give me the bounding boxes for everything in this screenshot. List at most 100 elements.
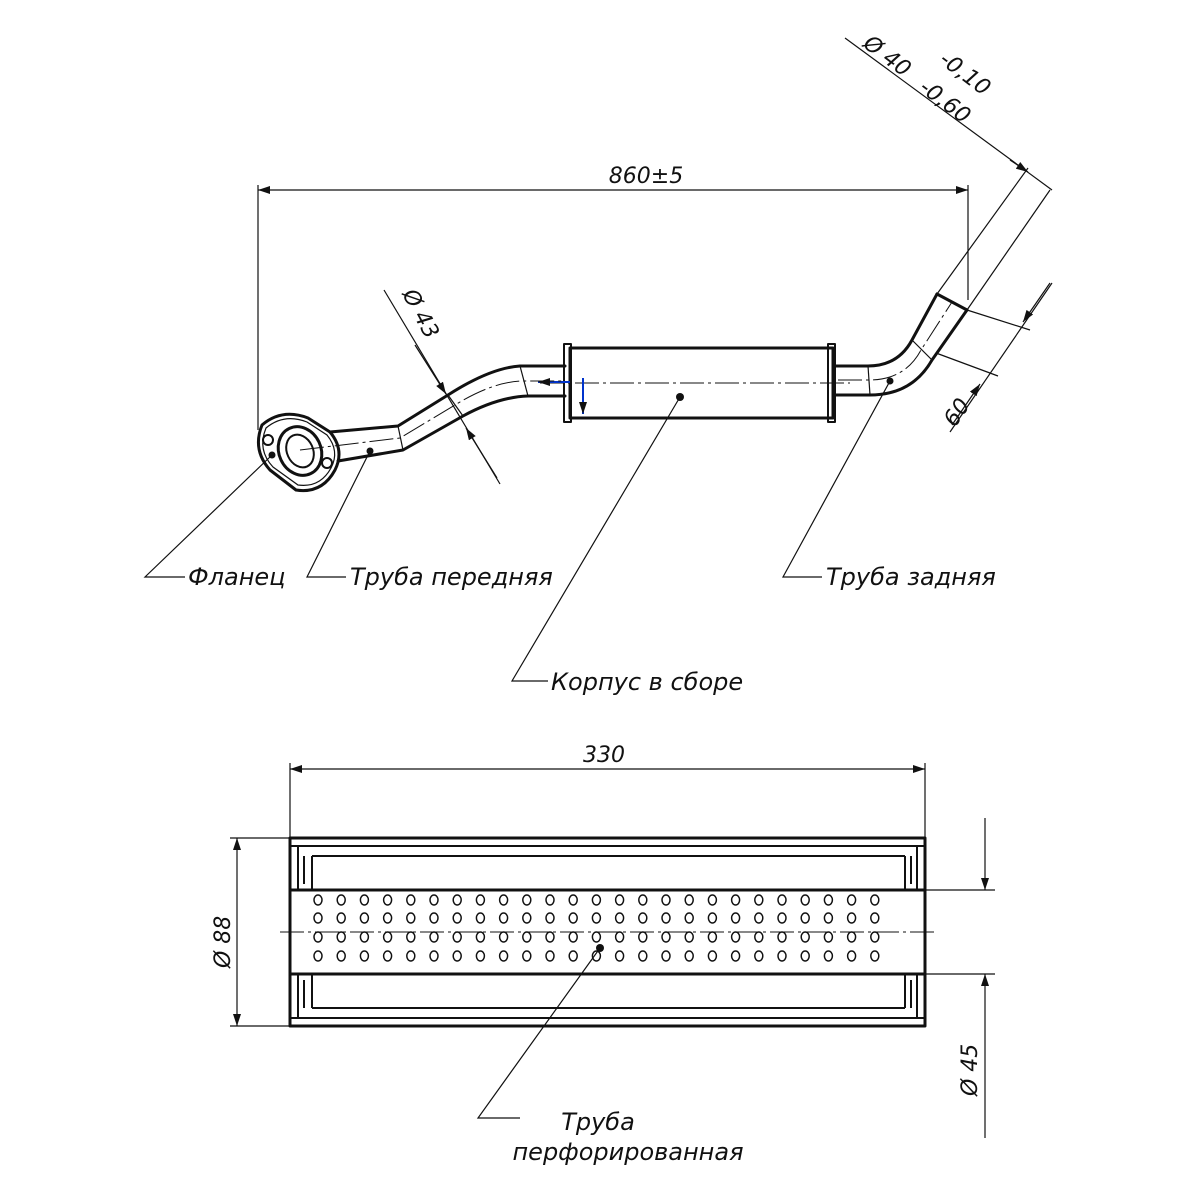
section-length-text: 330 (583, 743, 625, 768)
perforation-hole (359, 931, 370, 943)
perforation-hole (638, 894, 648, 906)
perforation-hole (545, 950, 555, 962)
perforation-hole (661, 894, 671, 906)
rear-pipe-label: Труба задняя (826, 563, 996, 591)
perforation-hole (498, 950, 509, 962)
perforation-hole (823, 912, 834, 924)
perforated-pipe-label-line1: Труба (561, 1108, 635, 1136)
perforation-hole (707, 931, 718, 943)
perforation-hole (661, 912, 671, 924)
perforation-hole (313, 912, 323, 924)
perforation-hole (823, 950, 834, 962)
perforation-hole (313, 894, 323, 906)
perforation-hole (429, 931, 439, 943)
perforation-hole (359, 912, 370, 924)
perforation-hole (452, 931, 462, 943)
perforated-diameter-text: Ø 45 (958, 1044, 983, 1097)
perforation-hole (614, 912, 625, 924)
perforation-hole (336, 950, 346, 962)
perforated-pipe (280, 888, 935, 976)
perforation-hole (406, 912, 416, 924)
perforation-hole (730, 894, 741, 906)
perforation-hole (336, 912, 346, 924)
perforation-hole (452, 894, 462, 906)
perforation-hole (591, 950, 602, 962)
front-pipe (299, 364, 567, 463)
perforation-hole (707, 912, 718, 924)
perforation-hole (382, 894, 393, 906)
perforation-hole (777, 931, 787, 943)
perforation-hole (313, 931, 323, 943)
perforation-hole (707, 894, 718, 906)
perforation-hole (498, 931, 509, 943)
perforation-hole (614, 931, 625, 943)
perforation-hole (846, 950, 857, 962)
flange (256, 412, 341, 493)
perforation-hole (870, 931, 880, 943)
perforation-hole (870, 894, 880, 906)
front-diameter-dimension: Ø 43 (383, 284, 501, 485)
perforation-hole (614, 950, 625, 962)
body-diameter-text: Ø 88 (211, 916, 236, 969)
top-view: 860±5 Ø 43 Ø 40 -0,10 -0,60 60 (143, 30, 1053, 696)
perforation-hole (522, 912, 532, 924)
perforation-hole (800, 912, 810, 924)
perforation-hole (498, 894, 509, 906)
perforation-hole (382, 931, 393, 943)
perforation-hole (870, 950, 880, 962)
perforation-hole (568, 894, 578, 906)
perforation-hole (754, 912, 764, 924)
perforation-hole (359, 894, 370, 906)
front-diameter-text: Ø 43 (396, 284, 443, 343)
perforation-hole (870, 912, 880, 924)
perforation-hole (684, 912, 694, 924)
section-view: 330 (211, 743, 995, 1166)
perforation-hole (823, 894, 834, 906)
flange-label: Фланец (188, 563, 286, 591)
perforation-hole (568, 950, 578, 962)
perforation-hole (638, 931, 648, 943)
perforation-hole (846, 912, 857, 924)
perforation-hole (591, 912, 602, 924)
perforation-hole (800, 950, 810, 962)
perforation-hole (475, 931, 486, 943)
perforation-hole (730, 931, 741, 943)
rear-diameter-dimension: Ø 40 -0,10 -0,60 (844, 30, 1053, 311)
overall-length-dimension: 860±5 (257, 164, 969, 430)
perforation-hole (754, 931, 764, 943)
perforation-hole (800, 894, 810, 906)
top-view-callouts: Фланец Труба передняя Труба задняя Корпу… (143, 377, 996, 696)
perforation-hole (754, 950, 764, 962)
perforation-hole (730, 912, 741, 924)
body-assembly-label: Корпус в сборе (551, 668, 743, 696)
section-callouts: Труба перфорированная (476, 947, 744, 1166)
perforation-hole (754, 894, 764, 906)
perforation-hole (661, 950, 671, 962)
perforation-hole (846, 931, 857, 943)
perforation-hole (545, 931, 555, 943)
perforated-diameter-dimension: Ø 45 (925, 818, 995, 1138)
perforation-hole (661, 931, 671, 943)
perforation-hole (684, 931, 694, 943)
perforation-hole (498, 912, 509, 924)
perforation-hole (406, 931, 416, 943)
perforation-hole (730, 950, 741, 962)
perforation-hole (382, 912, 393, 924)
perforation-hole (475, 950, 486, 962)
perforation-hole (406, 894, 416, 906)
perforation-hole (638, 912, 648, 924)
perforation-hole (336, 931, 346, 943)
perforation-hole (522, 894, 532, 906)
perforation-hole (777, 894, 787, 906)
perforation-hole (475, 894, 486, 906)
body-diameter-dimension: Ø 88 (211, 837, 290, 1027)
perforation-hole (406, 950, 416, 962)
perforation-hole (777, 950, 787, 962)
perforation-hole (452, 950, 462, 962)
section-length-dimension: 330 (289, 743, 926, 838)
perforation-hole (382, 950, 393, 962)
rear-offset-text: 60 (939, 394, 975, 431)
perforation-hole (429, 894, 439, 906)
perforation-hole (638, 950, 648, 962)
